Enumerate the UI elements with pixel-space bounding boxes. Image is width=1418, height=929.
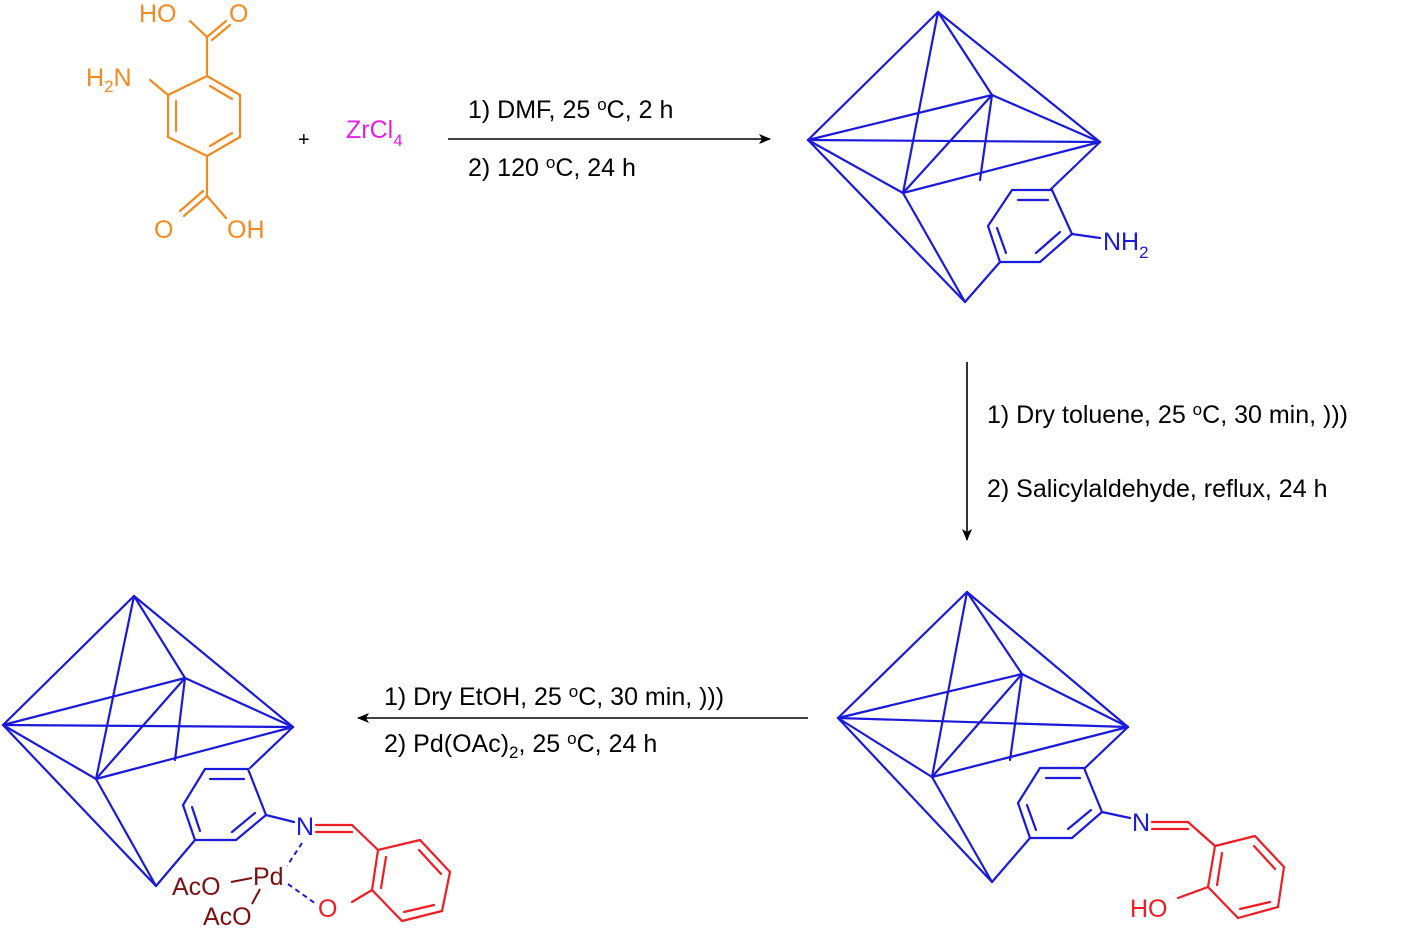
linker-o-top: O — [229, 0, 248, 28]
imine-nitrogen-3: N — [296, 813, 314, 841]
imine-nitrogen-2: N — [1132, 809, 1150, 837]
octahedron-1 — [806, 10, 1102, 304]
phenyl-ring-3 — [181, 767, 296, 842]
palladium-center: Pd — [253, 863, 284, 891]
plus-sign: + — [298, 129, 310, 151]
step2-condition-1: 1) Dry toluene, 25 oC, 30 min, ))) — [987, 400, 1348, 429]
pd-acetate-bonds — [230, 877, 261, 905]
step2-condition-2: 2) Salicylaldehyde, reflux, 24 h — [987, 475, 1327, 503]
step1-condition-2: 2) 120 oC, 24 h — [468, 153, 636, 182]
mof-schiff-base-product: N HO — [836, 590, 1286, 923]
salicyl-group-3 — [314, 823, 452, 923]
linker-ho-top: HO — [139, 0, 177, 28]
step3-condition-1: 1) Dry EtOH, 25 oC, 30 min, ))) — [384, 682, 724, 711]
linker-oh-bottom: OH — [227, 216, 265, 244]
salicyl-group-2 — [1150, 820, 1286, 920]
mof-pd-complex-product: N O Pd AcO AcO — [1, 594, 452, 929]
mof-nh2-product: NH2 — [806, 10, 1149, 304]
amine-group: NH2 — [1103, 228, 1149, 262]
pd-coordination-bonds — [286, 842, 317, 905]
hydroxyl-group: HO — [1130, 895, 1168, 923]
acetate-ligand-1: AcO — [172, 873, 221, 901]
octahedron-3 — [1, 594, 295, 888]
aminoterephthalic-acid: HO O H2N O OH — [86, 0, 265, 244]
step3-condition-2: 2) Pd(OAc)2, 25 oC, 24 h — [384, 729, 657, 762]
zirconium-chloride: ZrCl4 — [346, 116, 403, 150]
octahedron-2 — [836, 590, 1130, 884]
linker-bonds — [148, 19, 242, 220]
step1-condition-1: 1) DMF, 25 oC, 2 h — [468, 95, 673, 124]
aminophenyl-ring-1 — [986, 188, 1102, 264]
acetate-ligand-2: AcO — [203, 903, 252, 929]
phenoxide-oxygen: O — [318, 895, 337, 923]
phenyl-ring-2 — [1016, 766, 1132, 840]
linker-o-bottom: O — [154, 216, 173, 244]
linker-amine-h: H2N — [86, 64, 132, 96]
